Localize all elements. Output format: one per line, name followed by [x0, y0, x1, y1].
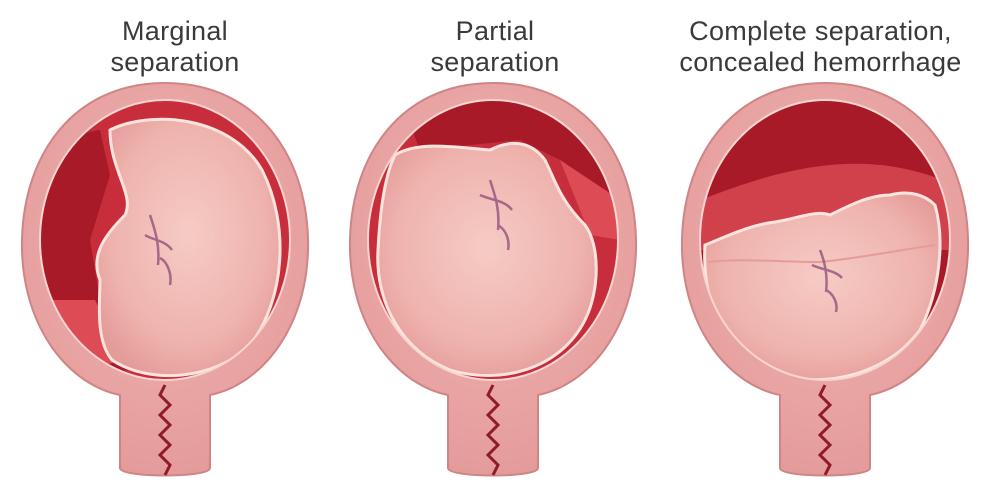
uterus-complete [682, 83, 968, 476]
placenta [97, 119, 280, 375]
uterus-partial [350, 83, 636, 476]
uterus-marginal [22, 83, 308, 476]
